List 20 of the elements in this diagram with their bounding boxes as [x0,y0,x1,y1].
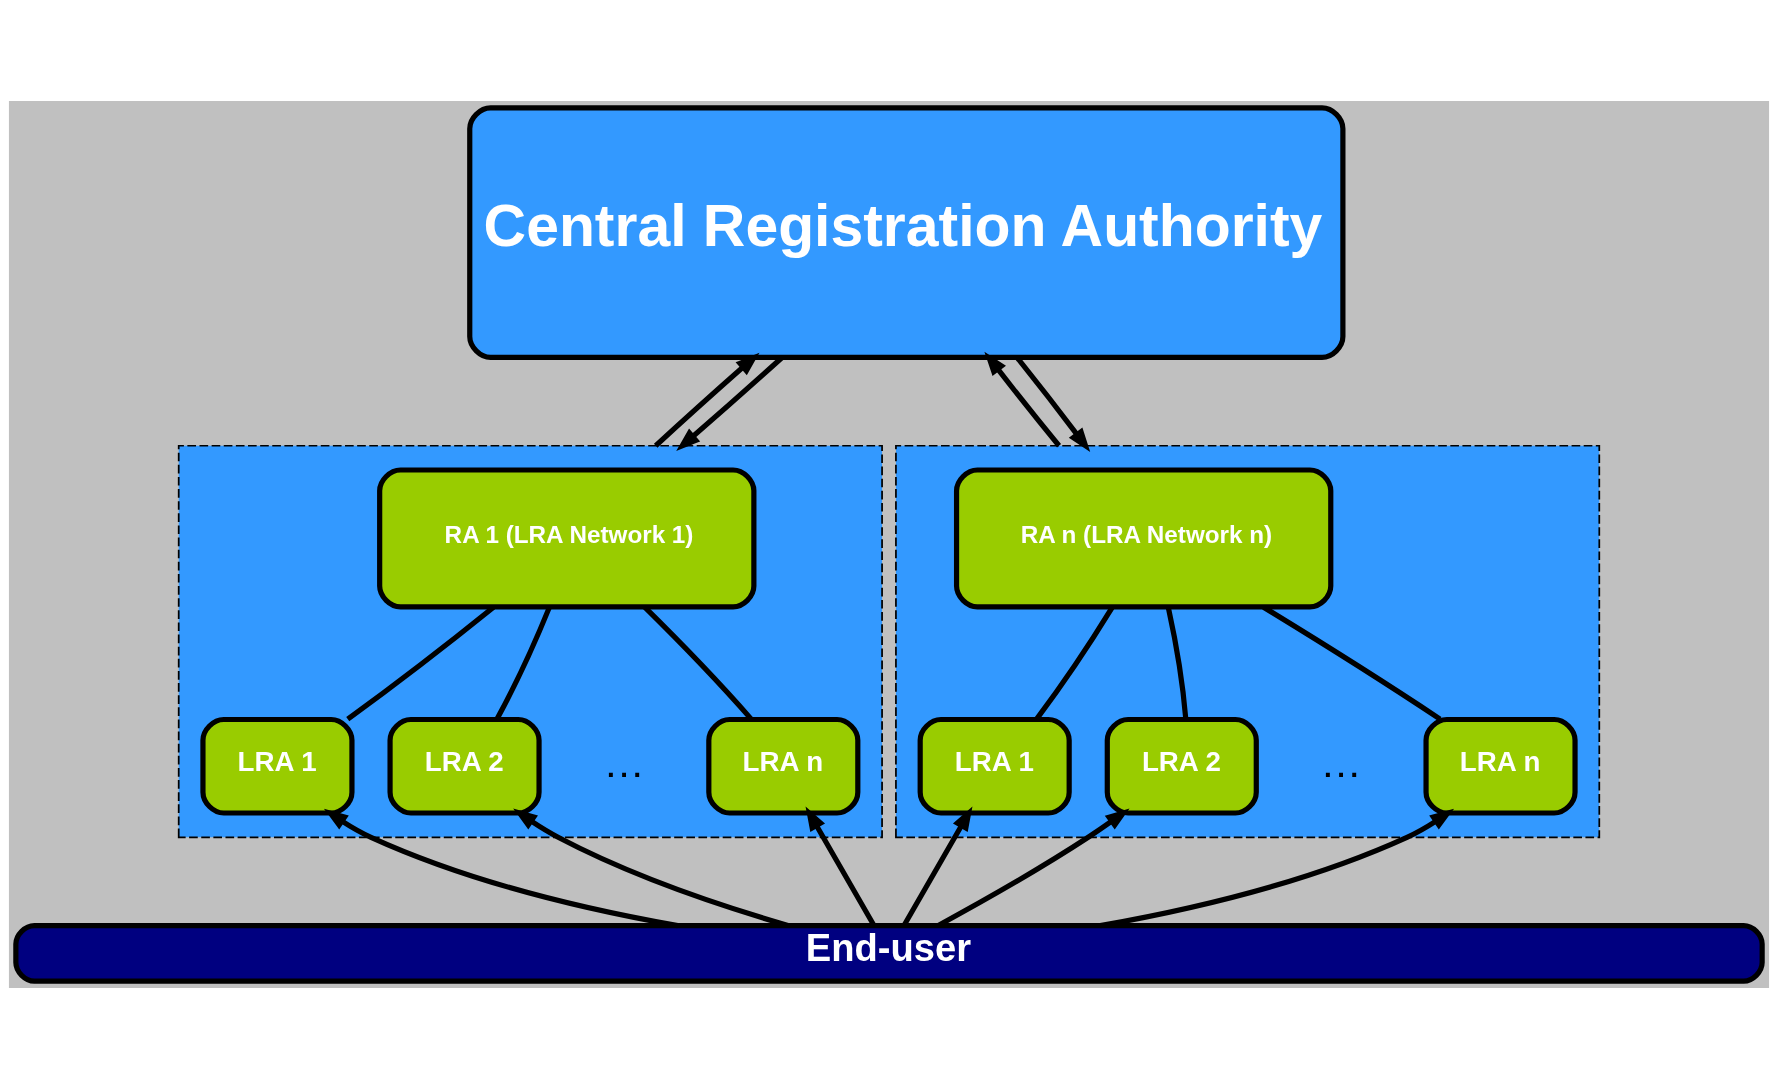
node-box: LRA 1 [200,716,355,816]
arrow [323,808,679,928]
label: … [1320,738,1362,786]
label: … [603,738,645,786]
node-box: LRA n [706,716,861,816]
node-box: LRA 2 [1104,716,1259,816]
connector [494,606,552,720]
node-box: Central Registration Authority [467,104,1346,360]
node-box: End-user [13,922,1765,984]
node-box: RA 1 (LRA Network 1) [377,466,757,609]
arrow [1099,808,1455,928]
node-box: LRA 2 [387,716,542,816]
node-box: LRA n [1423,716,1578,816]
node-box: RA n (LRA Network n) [953,466,1334,609]
cluster [177,444,883,838]
connector [1165,606,1189,719]
arrow [653,352,760,448]
node-box: LRA 1 [917,716,1072,816]
arrow [984,351,1062,447]
cluster [895,444,1601,838]
